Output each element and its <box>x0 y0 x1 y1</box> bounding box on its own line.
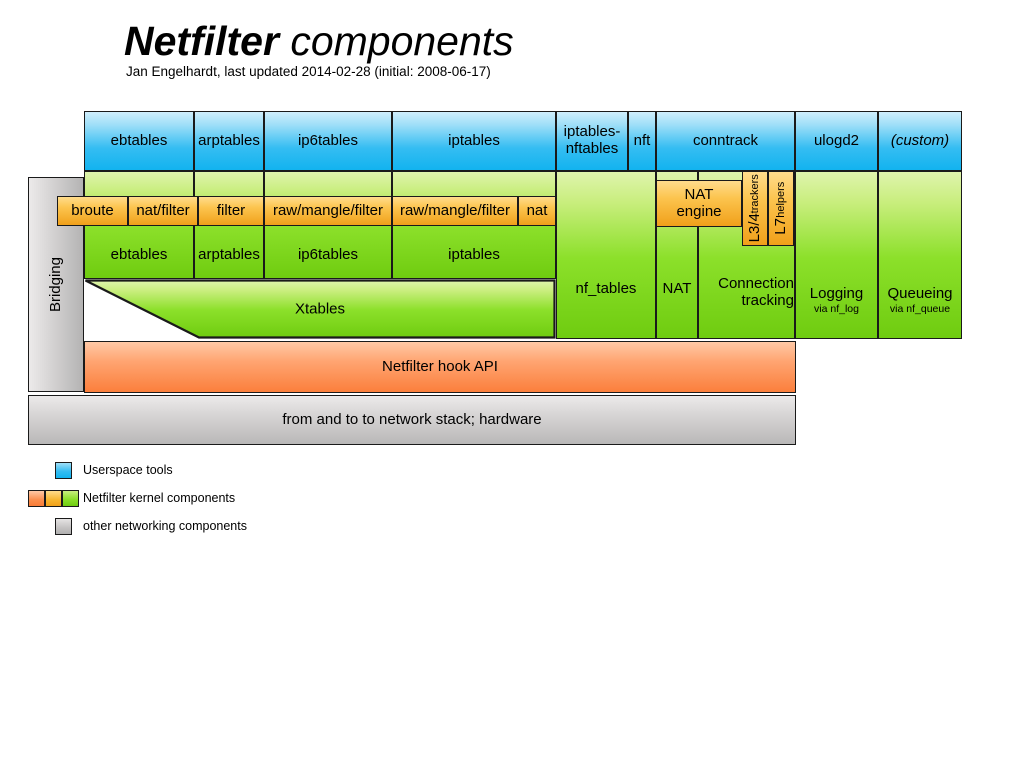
legend-swatch-kernel-yellow <box>45 490 62 507</box>
userspace-ebtables-label: ebtables <box>110 131 168 149</box>
userspace-arptables[interactable]: arptables <box>194 111 264 171</box>
nat-label: NAT <box>662 280 692 298</box>
legend-swatch-kernel-green <box>62 490 79 507</box>
userspace-conntrack[interactable]: conntrack <box>656 111 795 171</box>
userspace-ulogd2-label: ulogd2 <box>813 131 860 149</box>
userspace-iptables-nftables-label: iptables-nftables <box>563 123 621 157</box>
legend-label-other: other networking components <box>83 519 247 533</box>
network-stack-bar: from and to to network stack; hardware <box>28 395 796 445</box>
l34-trackers-small: trackers <box>748 174 761 214</box>
l7-helpers-box[interactable]: L7helpers <box>768 171 794 246</box>
bridging-label: Bridging <box>46 256 64 313</box>
table-nat[interactable]: nat <box>518 196 556 226</box>
xtables-label: Xtables <box>294 300 346 318</box>
table-nat-filter-label: nat/filter <box>136 201 190 219</box>
table-broute-label: broute <box>71 201 114 219</box>
l34-trackers-label-wrap: L3/4trackers <box>745 174 764 243</box>
queueing-box[interactable]: Queueing via nf_queue <box>878 171 962 339</box>
connection-tracking-line1: Connection <box>718 275 794 293</box>
kernel-ebtables-label: ebtables <box>110 246 168 264</box>
table-raw-mangle-filter-v4-label: raw/mangle/filter <box>399 201 511 219</box>
userspace-nft[interactable]: nft <box>628 111 656 171</box>
table-nat-filter[interactable]: nat/filter <box>128 196 198 226</box>
userspace-custom-label: (custom) <box>890 131 950 149</box>
queueing-sublabel: via nf_queue <box>889 303 951 316</box>
nat-engine-box[interactable]: NAT engine <box>656 180 742 227</box>
hook-api-label: Netfilter hook API <box>382 357 498 375</box>
page-subtitle: Jan Engelhardt, last updated 2014-02-28 … <box>126 64 491 79</box>
userspace-iptables-nftables[interactable]: iptables-nftables <box>556 111 628 171</box>
xtables-shape <box>85 279 556 339</box>
userspace-ip6tables-label: ip6tables <box>297 131 359 149</box>
network-stack-label: from and to to network stack; hardware <box>282 410 542 428</box>
userspace-custom[interactable]: (custom) <box>878 111 962 171</box>
legend-swatch-other <box>55 518 72 535</box>
legend-swatch-kernel-orange <box>28 490 45 507</box>
table-broute[interactable]: broute <box>57 196 128 226</box>
table-raw-mangle-filter-v6-label: raw/mangle/filter <box>272 201 384 219</box>
userspace-arptables-label: arptables <box>198 131 260 149</box>
userspace-nft-label: nft <box>633 131 651 149</box>
logging-sublabel: via nf_log <box>814 303 859 316</box>
legend-label-kernel: Netfilter kernel components <box>83 491 236 505</box>
userspace-iptables-label: iptables <box>448 131 500 149</box>
table-nat-label: nat <box>526 201 548 219</box>
nf-tables-label: nf_tables <box>575 280 637 298</box>
nat-engine-line1: NAT <box>684 185 714 203</box>
table-raw-mangle-filter-v6[interactable]: raw/mangle/filter <box>264 196 392 226</box>
nf-tables-box[interactable]: nf_tables <box>556 171 656 339</box>
title-bold: Netfilter <box>124 18 279 64</box>
l34-trackers-box[interactable]: L3/4trackers <box>742 171 768 246</box>
title-normal: components <box>278 18 514 64</box>
legend-label-userspace: Userspace tools <box>83 463 173 477</box>
logging-label: Logging <box>809 285 864 303</box>
l34-trackers-big: L3/4 <box>745 213 763 243</box>
connection-tracking-line2: tracking <box>741 292 794 310</box>
userspace-conntrack-label: conntrack <box>692 131 759 149</box>
l7-helpers-small: helpers <box>774 182 787 219</box>
kernel-ip6tables-label: ip6tables <box>297 246 359 264</box>
userspace-iptables[interactable]: iptables <box>392 111 556 171</box>
userspace-ebtables[interactable]: ebtables <box>84 111 194 171</box>
nat-engine-line2: engine <box>676 202 722 220</box>
queueing-label: Queueing <box>887 285 953 303</box>
kernel-iptables-label: iptables <box>448 246 500 264</box>
legend-swatch-userspace <box>55 462 72 479</box>
xtables-label-wrap: Xtables <box>84 301 556 318</box>
netfilter-hook-api: Netfilter hook API <box>84 341 796 393</box>
l7-helpers-label-wrap: L7helpers <box>771 182 790 235</box>
table-filter[interactable]: filter <box>198 196 264 226</box>
logging-box[interactable]: Logging via nf_log <box>795 171 878 339</box>
l7-helpers-big: L7 <box>771 218 789 235</box>
page-title: Netfilter components <box>124 16 514 66</box>
xtables-box[interactable]: Xtables <box>84 279 556 339</box>
userspace-ip6tables[interactable]: ip6tables <box>264 111 392 171</box>
userspace-ulogd2[interactable]: ulogd2 <box>795 111 878 171</box>
table-raw-mangle-filter-v4[interactable]: raw/mangle/filter <box>392 196 518 226</box>
kernel-arptables-label: arptables <box>198 246 260 264</box>
table-filter-label: filter <box>216 201 246 219</box>
